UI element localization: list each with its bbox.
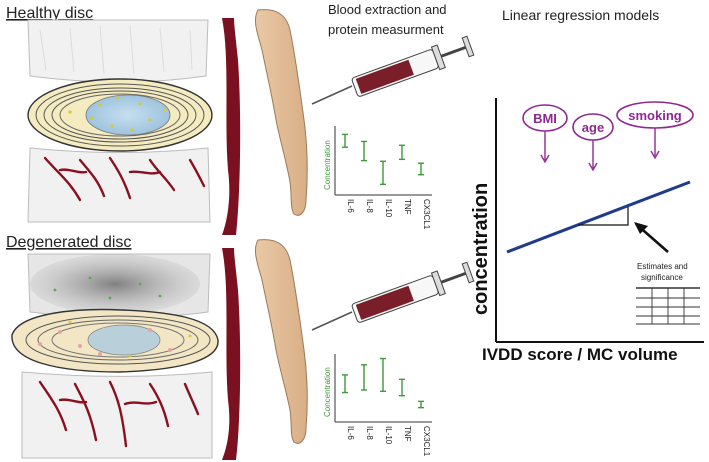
healthy-disc-title: Healthy disc — [6, 5, 93, 22]
assay-errorbar-healthy-il-6 — [342, 133, 348, 148]
assay-errorbar-healthy-tnf — [399, 144, 405, 161]
assay-tick-healthy-il-10: IL-10 — [384, 199, 393, 218]
degenerated-blood-vessels — [38, 380, 200, 448]
assay-ylabel-healthy: Concentration — [323, 140, 332, 190]
regression-line — [506, 180, 691, 254]
blood-title-line1: Blood extraction and — [328, 2, 447, 17]
assay-tick-healthy-il-6: IL-6 — [346, 199, 355, 213]
regression-title: Linear regression models — [502, 7, 659, 23]
healthy-disc — [27, 78, 213, 152]
healthy-disc-panel: Healthy disc — [6, 5, 241, 235]
estimates-arrow — [634, 222, 669, 253]
assay-tick-healthy-cx3cl1: CX3CL1 — [422, 199, 431, 230]
assay-errorbar-healthy-cx3cl1 — [418, 162, 424, 176]
arm-illustration-top — [255, 9, 308, 216]
estimates-table-icon — [636, 287, 700, 325]
covariate-bmi: BMI — [522, 104, 568, 164]
assay-tick-degenerated-il-6: IL-6 — [346, 426, 355, 440]
assay-tick-degenerated-cx3cl1: CX3CL1 — [422, 426, 431, 457]
degenerated-upper-vertebra — [27, 253, 211, 319]
regression-panel: Linear regression models concentration I… — [470, 7, 704, 364]
assay-tick-degenerated-il-10: IL-10 — [384, 426, 393, 445]
estimates-label-line2: significance — [641, 273, 683, 282]
healthy-blood-vessels — [43, 156, 206, 202]
assay-chart-healthy: Concentration IL-6 IL-8 IL-10 TNF CX3CL1 — [323, 126, 432, 230]
degenerated-disc-title: Degenerated disc — [6, 234, 131, 251]
assay-errorbar-degenerated-il-10 — [380, 357, 386, 392]
covariate-age-label: age — [582, 120, 604, 135]
degenerated-disc-panel: Degenerated disc — [6, 234, 241, 460]
degenerated-lower-vertebra — [21, 371, 213, 459]
syringe-top — [311, 35, 475, 105]
assay-tick-healthy-il-8: IL-8 — [365, 199, 374, 213]
assay-errorbar-healthy-il-8 — [361, 140, 367, 162]
assay-errorbar-degenerated-il-6 — [342, 374, 348, 394]
assay-errorbar-healthy-il-10 — [380, 160, 386, 186]
estimates-label-line1: Estimates and — [637, 262, 688, 271]
assay-tick-degenerated-il-8: IL-8 — [365, 426, 374, 440]
degenerated-disc — [11, 276, 219, 373]
healthy-spinal-strip — [222, 18, 241, 235]
degenerated-spinal-strip — [222, 248, 241, 460]
syringe-bottom — [311, 261, 475, 331]
blood-title-line2: protein measurment — [328, 22, 444, 37]
covariate-bmi-label: BMI — [533, 111, 557, 126]
slope-triangle — [578, 207, 629, 226]
regression-xlabel: IVDD score / MC volume — [482, 345, 678, 364]
lower-vertebra — [27, 147, 211, 223]
assay-tick-healthy-tnf: TNF — [403, 199, 412, 215]
regression-ylabel: concentration — [470, 183, 492, 315]
assay-errorbar-degenerated-il-8 — [361, 364, 367, 391]
assay-errorbar-degenerated-cx3cl1 — [418, 400, 424, 409]
assay-tick-degenerated-tnf: TNF — [403, 426, 412, 442]
assay-errorbar-degenerated-tnf — [399, 378, 405, 397]
assay-chart-degenerated: Concentration IL-6 IL-8 IL-10 TNF CX3CL1 — [323, 354, 432, 457]
arm-illustration-bottom — [255, 239, 308, 444]
covariate-smoking: smoking — [616, 101, 694, 160]
covariate-smoking-label: smoking — [628, 108, 682, 123]
assay-ylabel-degenerated: Concentration — [323, 367, 332, 417]
upper-vertebra — [27, 19, 209, 83]
covariate-age: age — [572, 113, 614, 172]
